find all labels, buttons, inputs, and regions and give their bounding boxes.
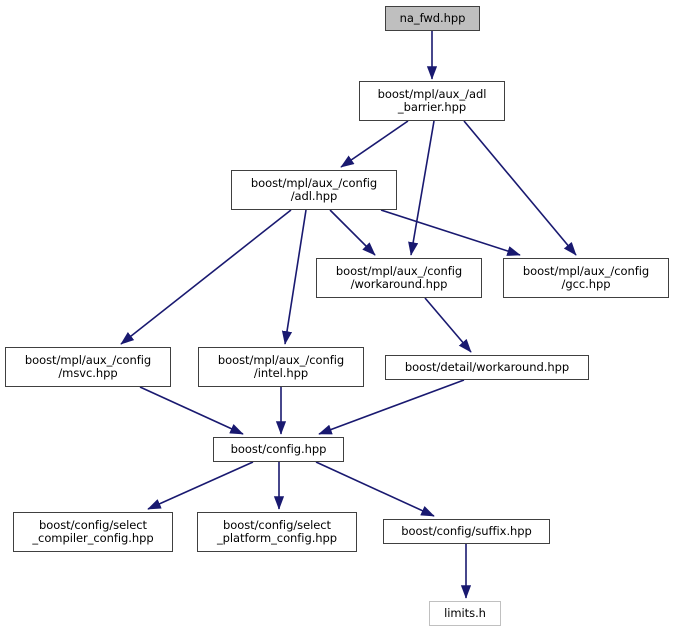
graph-node-label: boost/mpl/aux_/config /workaround.hpp	[335, 263, 463, 291]
graph-edge-detail_workaround-boost_config	[318, 379, 465, 435]
graph-node-label: boost/mpl/aux_/config /intel.hpp	[217, 352, 345, 380]
graph-node-config_msvc[interactable]: boost/mpl/aux_/config /msvc.hpp	[5, 347, 171, 387]
graph-node-label: boost/mpl/aux_/config /adl.hpp	[250, 175, 378, 203]
graph-node-select_compiler[interactable]: boost/config/select _compiler_config.hpp	[13, 512, 173, 552]
graph-node-label: boost/config/select _compiler_config.hpp	[32, 517, 154, 545]
graph-node-select_platform[interactable]: boost/config/select _platform_config.hpp	[197, 512, 357, 552]
graph-edge-config_adl-config_msvc	[120, 209, 292, 345]
graph-node-label: boost/mpl/aux_/adl _barrier.hpp	[377, 86, 487, 114]
graph-node-label: na_fwd.hpp	[399, 10, 466, 25]
graph-node-na_fwd[interactable]: na_fwd.hpp	[385, 6, 480, 31]
graph-node-label: boost/config/select _platform_config.hpp	[216, 517, 338, 545]
graph-edge-adl_barrier-config_workaround	[408, 120, 435, 256]
graph-node-limits[interactable]: limits.h	[429, 601, 501, 626]
graph-node-config_adl[interactable]: boost/mpl/aux_/config /adl.hpp	[231, 170, 397, 210]
graph-node-adl_barrier[interactable]: boost/mpl/aux_/adl _barrier.hpp	[359, 81, 505, 121]
graph-edge-config_adl-config_gcc	[380, 209, 521, 256]
graph-node-config_intel[interactable]: boost/mpl/aux_/config /intel.hpp	[198, 347, 364, 387]
graph-node-label: boost/mpl/aux_/config /msvc.hpp	[24, 352, 152, 380]
graph-edge-config_adl-config_intel	[281, 209, 307, 345]
graph-edge-adl_barrier-config_adl	[340, 120, 409, 168]
graph-edge-config_msvc-boost_config	[139, 386, 244, 435]
graph-edge-boost_config-config_suffix	[315, 461, 435, 517]
graph-edge-adl_barrier-config_gcc	[463, 120, 577, 256]
graph-edge-config_workaround-detail_workaround	[424, 297, 472, 353]
graph-edge-boost_config-select_compiler	[147, 461, 254, 510]
graph-node-label: boost/mpl/aux_/config /gcc.hpp	[522, 263, 650, 291]
graph-node-config_suffix[interactable]: boost/config/suffix.hpp	[383, 519, 550, 544]
graph-node-label: boost/config/suffix.hpp	[401, 523, 532, 538]
graph-node-config_gcc[interactable]: boost/mpl/aux_/config /gcc.hpp	[503, 258, 669, 298]
graph-node-config_workaround[interactable]: boost/mpl/aux_/config /workaround.hpp	[316, 258, 482, 298]
graph-node-label: limits.h	[444, 605, 486, 620]
graph-node-detail_workaround[interactable]: boost/detail/workaround.hpp	[385, 355, 589, 380]
graph-node-label: boost/config.hpp	[230, 441, 327, 456]
graph-edge-config_adl-config_workaround	[329, 209, 376, 256]
graph-node-label: boost/detail/workaround.hpp	[404, 359, 570, 374]
graph-node-boost_config[interactable]: boost/config.hpp	[213, 437, 344, 462]
